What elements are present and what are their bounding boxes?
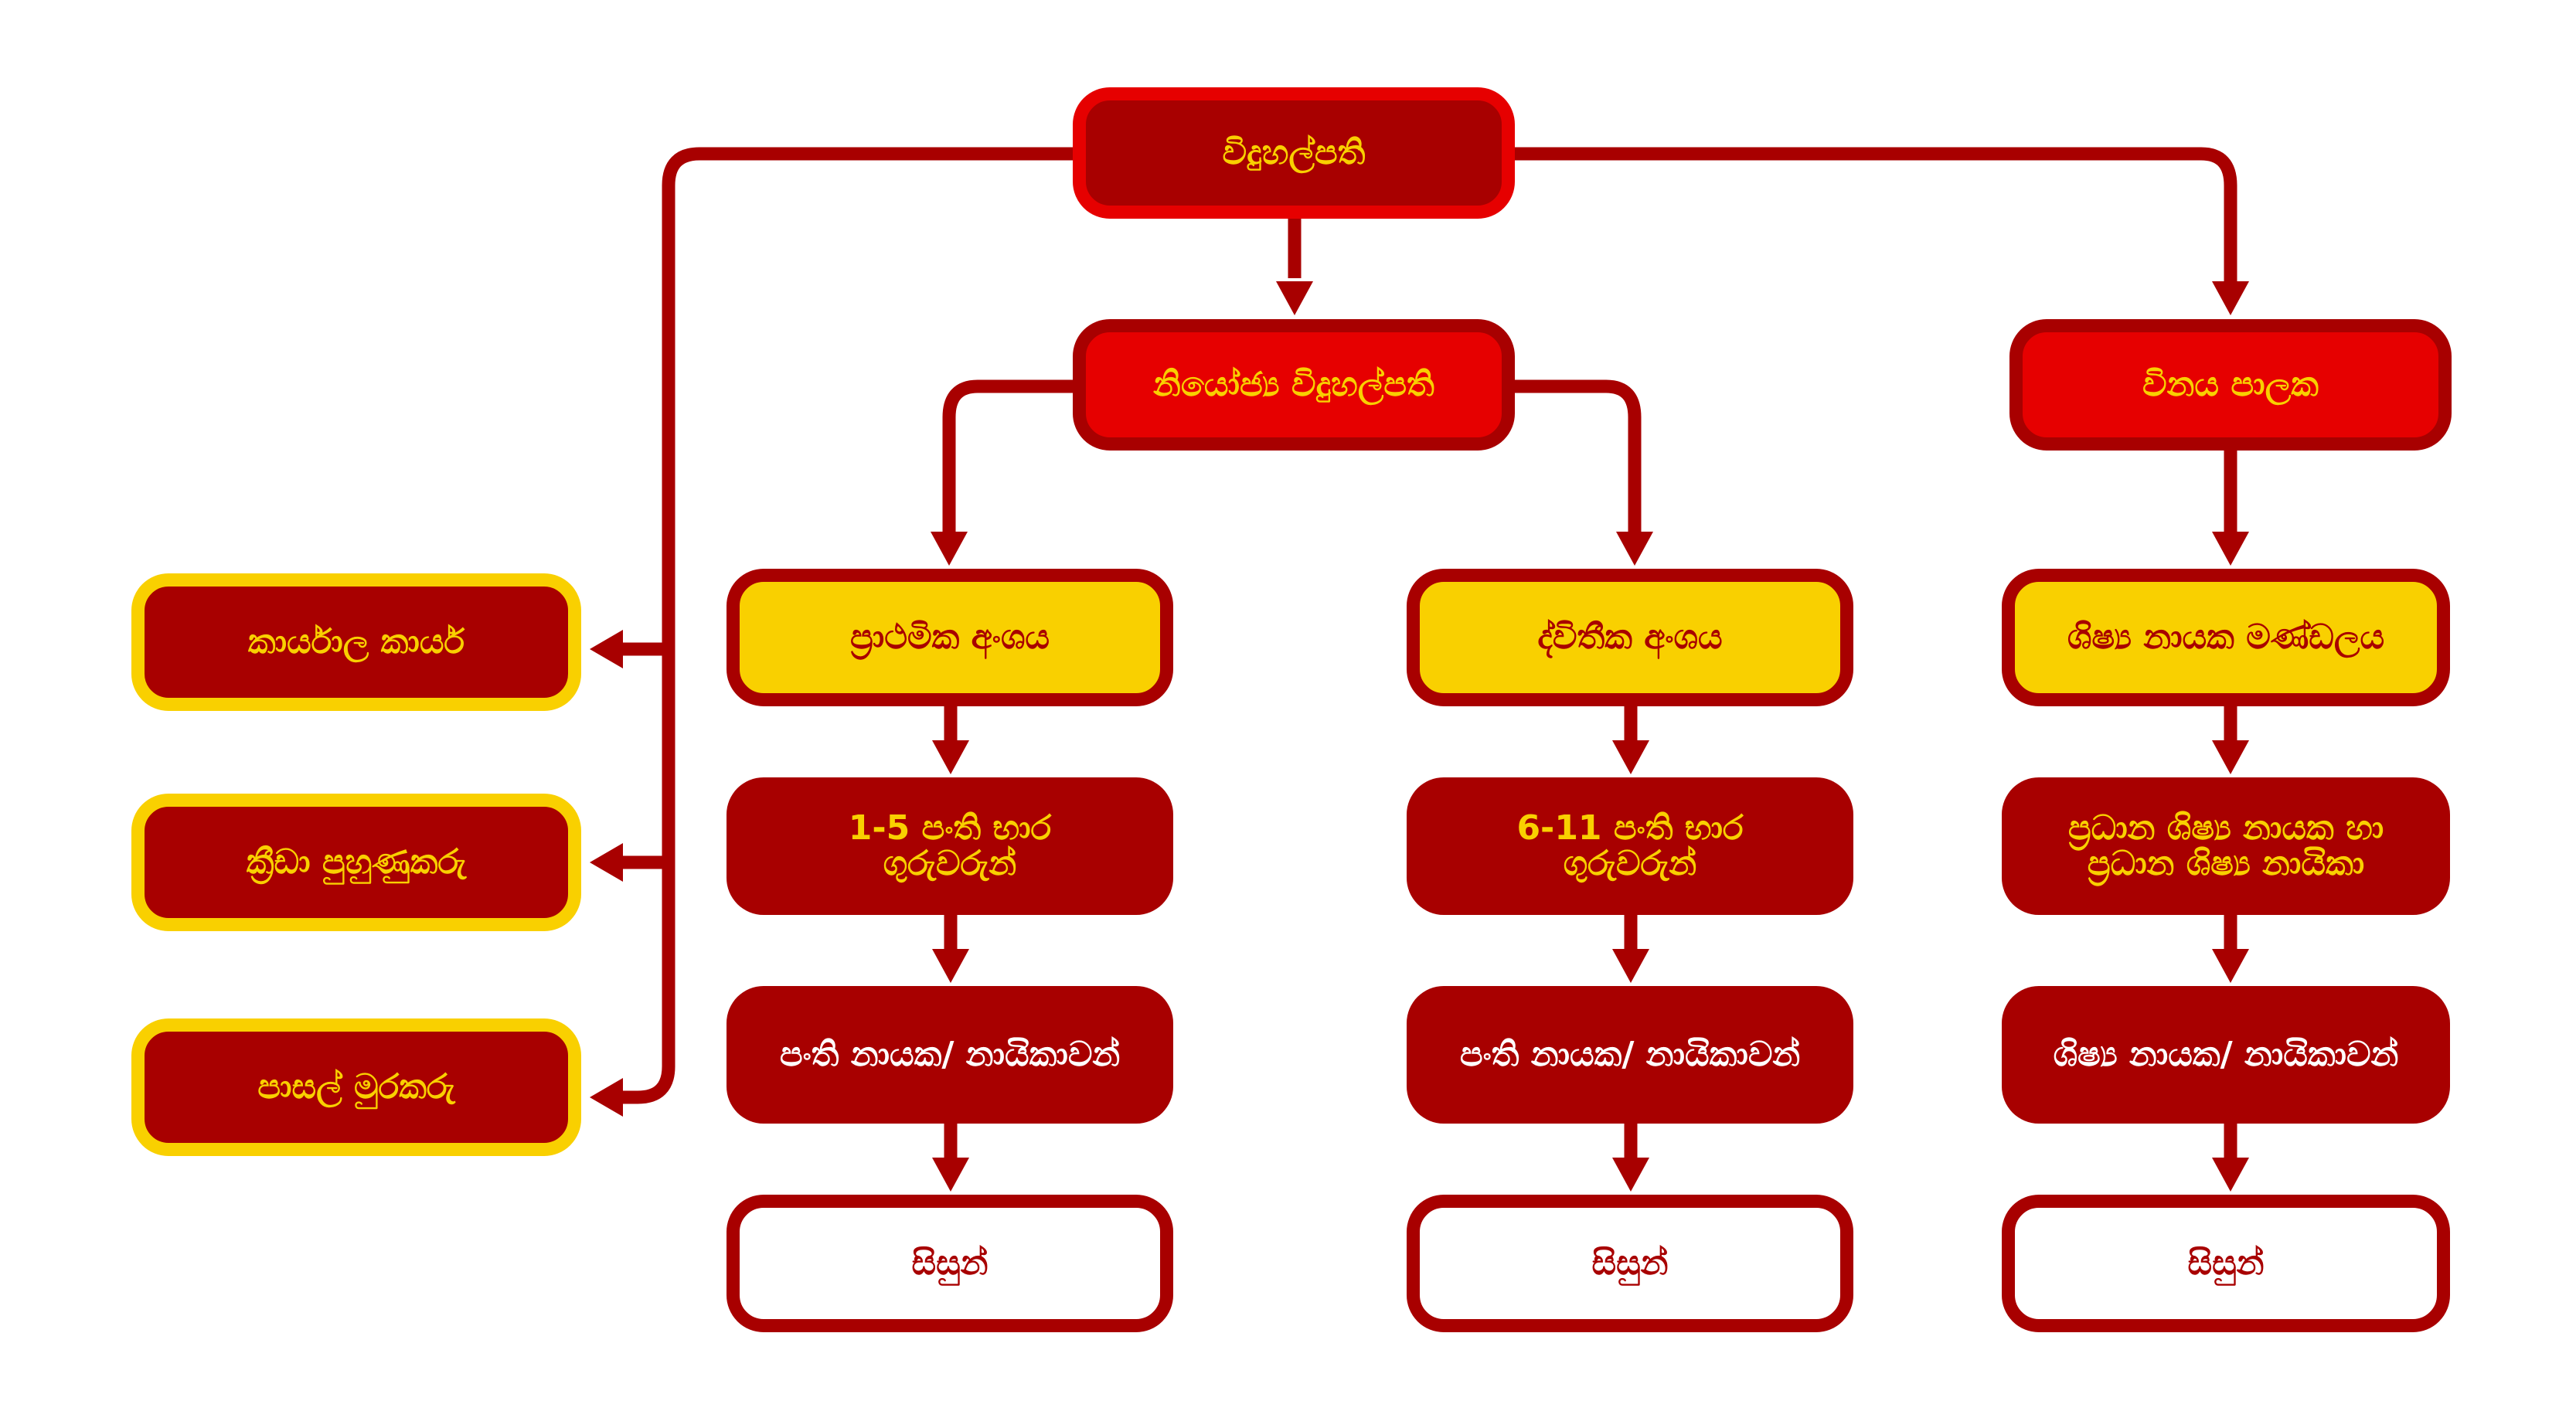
node-label: පාසල් මුරකරු [257, 1066, 455, 1107]
arrowhead-teachers-6-11 [1612, 740, 1649, 774]
arrowhead-prefectboard [2212, 532, 2249, 566]
node-students-secondary: සිසුන් [1407, 1195, 1853, 1332]
node-class-monitors-primary: පංති නායක/ නායිකාවන් [727, 986, 1173, 1124]
node-deputy-principal: නියෝජ්‍ය විදුහල්පති [1073, 319, 1515, 451]
node-students-primary: සිසුන් [727, 1195, 1173, 1332]
arrowhead-monitors-primary [932, 949, 969, 983]
node-label: ශිෂ්‍ය නායක මණ්ඩලය [2067, 617, 2385, 657]
node-head-prefects: ප්‍රධාන ශිෂ්‍ය නායක හා ප්‍රධාන ශිෂ්‍ය නා… [2002, 777, 2450, 915]
arrowhead-secondary [1616, 532, 1653, 566]
node-label: ක්‍රීඩා පුහුණුකරු [246, 842, 467, 882]
node-label: සිසුන් [911, 1243, 989, 1283]
node-label: සිසුන් [2187, 1243, 2265, 1283]
node-label: සිසුන් [1591, 1243, 1669, 1283]
node-office-work: කාර්යාල කාර්ය [131, 573, 581, 711]
edge-deputy-secondary [1511, 379, 1642, 533]
node-sports-coach: ක්‍රීඩා පුහුණුකරු [131, 794, 581, 931]
node-prefects: ශිෂ්‍ය නායක/ නායිකාවන් [2002, 986, 2450, 1124]
arrowhead-deputy [1276, 281, 1313, 315]
arrowhead-students-secondary [1612, 1158, 1649, 1192]
node-class-teachers-1-5: 1-5 පංති භාර ගුරුවරුන් [727, 777, 1173, 915]
node-principal: විදුහල්පති [1073, 87, 1515, 219]
node-discipline-master: විනය පාලක [2009, 319, 2452, 451]
node-school-watchman: පාසල් මුරකරු [131, 1018, 581, 1156]
node-label: විදුහල්පති [1222, 132, 1366, 172]
arrowhead-sports [590, 843, 623, 882]
edge-principal-discipline [1511, 147, 2237, 286]
arrowhead-discipline [2212, 281, 2249, 315]
edge-principal-trunk [611, 147, 1078, 1104]
arrowhead-office [590, 630, 623, 668]
node-label: විනය පාලක [2142, 364, 2319, 404]
arrowhead-headprefects [2212, 740, 2249, 774]
arrowhead-teachers-1-5 [932, 740, 969, 774]
node-prefect-board: ශිෂ්‍ය නායක මණ්ඩලය [2002, 569, 2450, 706]
node-label: ශිෂ්‍ය නායක/ නායිකාවන් [2053, 1034, 2399, 1074]
node-primary-section: ප්‍රාථමික අංශය [727, 569, 1173, 706]
arrowhead-students-prefects [2212, 1158, 2249, 1192]
node-secondary-section: ද්විතීක අංශය [1407, 569, 1853, 706]
arrowhead-prefects [2212, 949, 2249, 983]
node-class-teachers-6-11: 6-11 පංති භාර ගුරුවරුන් [1407, 777, 1853, 915]
node-students-prefects: සිසුන් [2002, 1195, 2450, 1332]
arrowhead-primary [931, 532, 968, 566]
edge-deputy-primary [942, 379, 1078, 533]
node-label: 1-5 පංති භාර ගුරුවරුන් [848, 808, 1052, 883]
arrowhead-monitors-secondary [1612, 949, 1649, 983]
node-label: ප්‍රධාන ශිෂ්‍ය නායක හා ප්‍රධාන ශිෂ්‍ය නා… [2067, 808, 2384, 883]
node-label: ද්විතීක අංශය [1537, 617, 1723, 657]
node-label: ප්‍රාථමික අංශය [849, 617, 1050, 657]
node-label: 6-11 පංති භාර ගුරුවරුන් [1516, 808, 1744, 883]
node-label: කාර්යාල කාර්ය [247, 621, 465, 661]
node-label: පංති නායක/ නායිකාවන් [1459, 1034, 1801, 1074]
arrowhead-watchman [590, 1078, 623, 1117]
arrowhead-students-primary [932, 1158, 969, 1192]
node-class-monitors-secondary: පංති නායක/ නායිකාවන් [1407, 986, 1853, 1124]
node-label: නියෝජ්‍ය විදුහල්පති [1153, 364, 1434, 404]
node-label: පංති නායක/ නායිකාවන් [779, 1034, 1121, 1074]
